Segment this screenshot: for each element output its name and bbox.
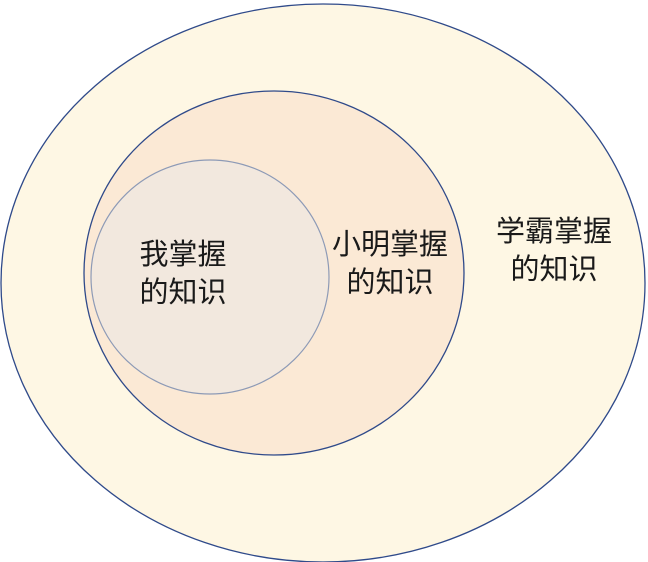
- inner-circle-label-line2: 的知识: [139, 275, 227, 309]
- outer-circle-label: 学霸掌握 的知识: [484, 212, 624, 288]
- middle-circle-label-line2: 的知识: [346, 265, 434, 299]
- outer-circle-label-line1: 学霸掌握: [495, 214, 612, 248]
- middle-circle-label-line1: 小明掌握: [331, 227, 448, 261]
- inner-circle-label: 我掌握 的知识: [118, 235, 248, 311]
- outer-circle-label-line2: 的知识: [510, 252, 598, 286]
- inner-circle-label-line1: 我掌握: [139, 237, 227, 271]
- inner-circle: [90, 159, 330, 395]
- middle-circle-label: 小明掌握 的知识: [320, 225, 460, 301]
